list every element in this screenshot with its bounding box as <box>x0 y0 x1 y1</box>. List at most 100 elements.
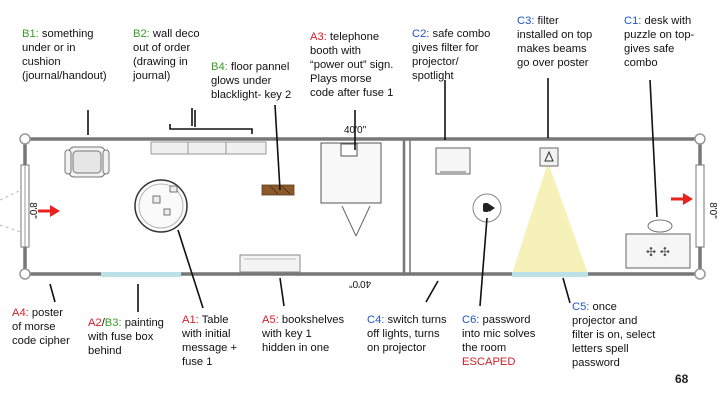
bookshelf-icon <box>239 254 301 273</box>
code-c1: C1: <box>624 15 642 27</box>
c2-line-3: projector/ <box>412 56 459 68</box>
annotation-a5: A5: bookshelves with key 1 hidden in one <box>262 313 344 355</box>
annotation-b1: B1: something under or in cushion (journ… <box>22 27 107 83</box>
code-c3: C3: <box>517 15 535 27</box>
telephone-booth-icon <box>320 142 382 237</box>
c5-line-1: once <box>592 301 617 313</box>
annotation-a4: A4: poster of morse code cipher <box>12 306 70 348</box>
annotation-c2: C2: safe combo gives filter for projecto… <box>412 27 490 83</box>
armchair-icon <box>64 146 110 178</box>
b1-line-2: under or in <box>22 42 76 54</box>
c1-line-4: combo <box>624 57 658 69</box>
code-c4: C4: <box>367 314 385 326</box>
c2-line-2: gives filter for <box>412 42 479 54</box>
a3-line-3: “power out” sign. <box>310 59 394 71</box>
desk-puzzle-icon: ✣ ✣ <box>625 219 691 269</box>
a5-line-1: bookshelves <box>281 314 345 326</box>
left-entrance-door <box>20 164 30 248</box>
window-bottom-right <box>512 272 588 277</box>
right-exit-door <box>695 164 705 248</box>
a4-line-3: code cipher <box>12 335 70 347</box>
a3-line-5: code after fuse 1 <box>310 87 394 99</box>
code-a3: A3: <box>310 31 327 43</box>
a1-line-3: message + <box>182 342 238 354</box>
c1-line-2: puzzle on top- <box>624 29 695 41</box>
b2-line-1: wall deco <box>152 28 200 40</box>
annotation-b4: B4: floor pannel glows under blacklight-… <box>211 60 291 102</box>
page-number: 68 <box>675 372 689 386</box>
annotation-a2-b3: A2/B3: painting with fuse box behind <box>88 316 164 358</box>
c4-line-2: off lights, turns <box>367 328 440 340</box>
code-b2: B2: <box>133 28 150 40</box>
door-swing-lines <box>0 189 22 233</box>
escaped-label: ESCAPED <box>462 356 516 368</box>
c4-line-1: switch turns <box>387 314 447 326</box>
c5-line-2: projector and <box>572 315 638 327</box>
projector-light-beam <box>512 162 588 274</box>
b2-line-4: journal) <box>133 70 171 82</box>
floor-panel-icon <box>261 184 295 196</box>
annotation-a3: A3: telephone booth with “power out” sig… <box>310 30 393 100</box>
a1-line-2: with initial <box>182 328 231 340</box>
code-a5: A5: <box>262 314 279 326</box>
annotation-c3: C3: filter installed on top makes beams … <box>517 14 592 70</box>
annotation-b2: B2: wall deco out of order (drawing in j… <box>133 27 200 83</box>
b4-line-3: blacklight- key 2 <box>211 89 292 101</box>
a3-line-4: Plays morse <box>310 73 372 85</box>
code-c2: C2: <box>412 28 430 40</box>
c3-line-1: filter <box>537 15 559 27</box>
round-table-icon <box>134 179 188 233</box>
c2-line-4: spotlight <box>412 70 454 82</box>
exit-arrow-icon <box>671 193 693 205</box>
c6-line-3: the room <box>462 342 507 354</box>
c3-line-2: installed on top <box>517 29 593 41</box>
a2b3-line-2: with fuse box <box>88 331 154 343</box>
a1-line-4: fuse 1 <box>182 356 213 368</box>
projector-icon <box>539 147 559 167</box>
a5-line-2: with key 1 <box>262 328 312 340</box>
code-c5: C5: <box>572 301 590 313</box>
code-a2: A2 <box>88 317 102 329</box>
c5-line-4: letters spell <box>572 343 629 355</box>
annotation-c6: C6: password into mic solves the room ES… <box>462 313 535 369</box>
corner-markers <box>19 133 706 280</box>
dimension-left: 8'0" <box>26 202 38 219</box>
annotation-c4: C4: switch turns off lights, turns on pr… <box>367 313 447 355</box>
b4-line-1: floor pannel <box>230 61 290 73</box>
b4-line-2: glows under <box>211 75 272 87</box>
c3-line-3: makes beams <box>517 43 587 55</box>
b2-line-3: (drawing in <box>133 56 188 68</box>
code-b1: B1: <box>22 28 39 40</box>
dimension-top: 40'0" <box>344 125 367 136</box>
annotation-c5: C5: once projector and filter is on, sel… <box>572 300 655 370</box>
c2-line-1: safe combo <box>432 28 491 40</box>
c5-line-5: password <box>572 357 620 369</box>
c5-line-3: filter is on, select <box>572 329 656 341</box>
c6-line-1: password <box>482 314 531 326</box>
dimension-bottom: 40'0" <box>349 278 372 289</box>
b1-line-1: something <box>41 28 94 40</box>
a3-line-1: telephone <box>329 31 380 43</box>
code-b4: B4: <box>211 61 228 73</box>
code-slash: / <box>101 317 105 329</box>
entry-arrow-icon <box>38 205 60 217</box>
dimension-right: 8'0" <box>706 202 718 219</box>
window-bottom-left <box>101 272 181 277</box>
annotation-a1: A1: Table with initial message + fuse 1 <box>182 313 237 369</box>
code-c6: C6: <box>462 314 480 326</box>
code-a4: A4: <box>12 307 29 319</box>
microphone-icon <box>472 193 502 223</box>
c1-line-3: gives safe <box>624 43 675 55</box>
code-a1: A1: <box>182 314 199 326</box>
leader-lines <box>49 78 658 312</box>
safe-icon <box>435 147 471 175</box>
c3-line-4: go over poster <box>517 57 589 69</box>
a4-line-2: of morse <box>12 321 56 333</box>
a2b3-line-3: behind <box>88 345 122 357</box>
partition-wall <box>402 139 411 274</box>
b1-line-4: (journal/handout) <box>22 70 107 82</box>
a1-line-1: Table <box>201 314 229 326</box>
code-b3: B3: <box>104 317 122 329</box>
a3-line-2: booth with <box>310 45 361 57</box>
